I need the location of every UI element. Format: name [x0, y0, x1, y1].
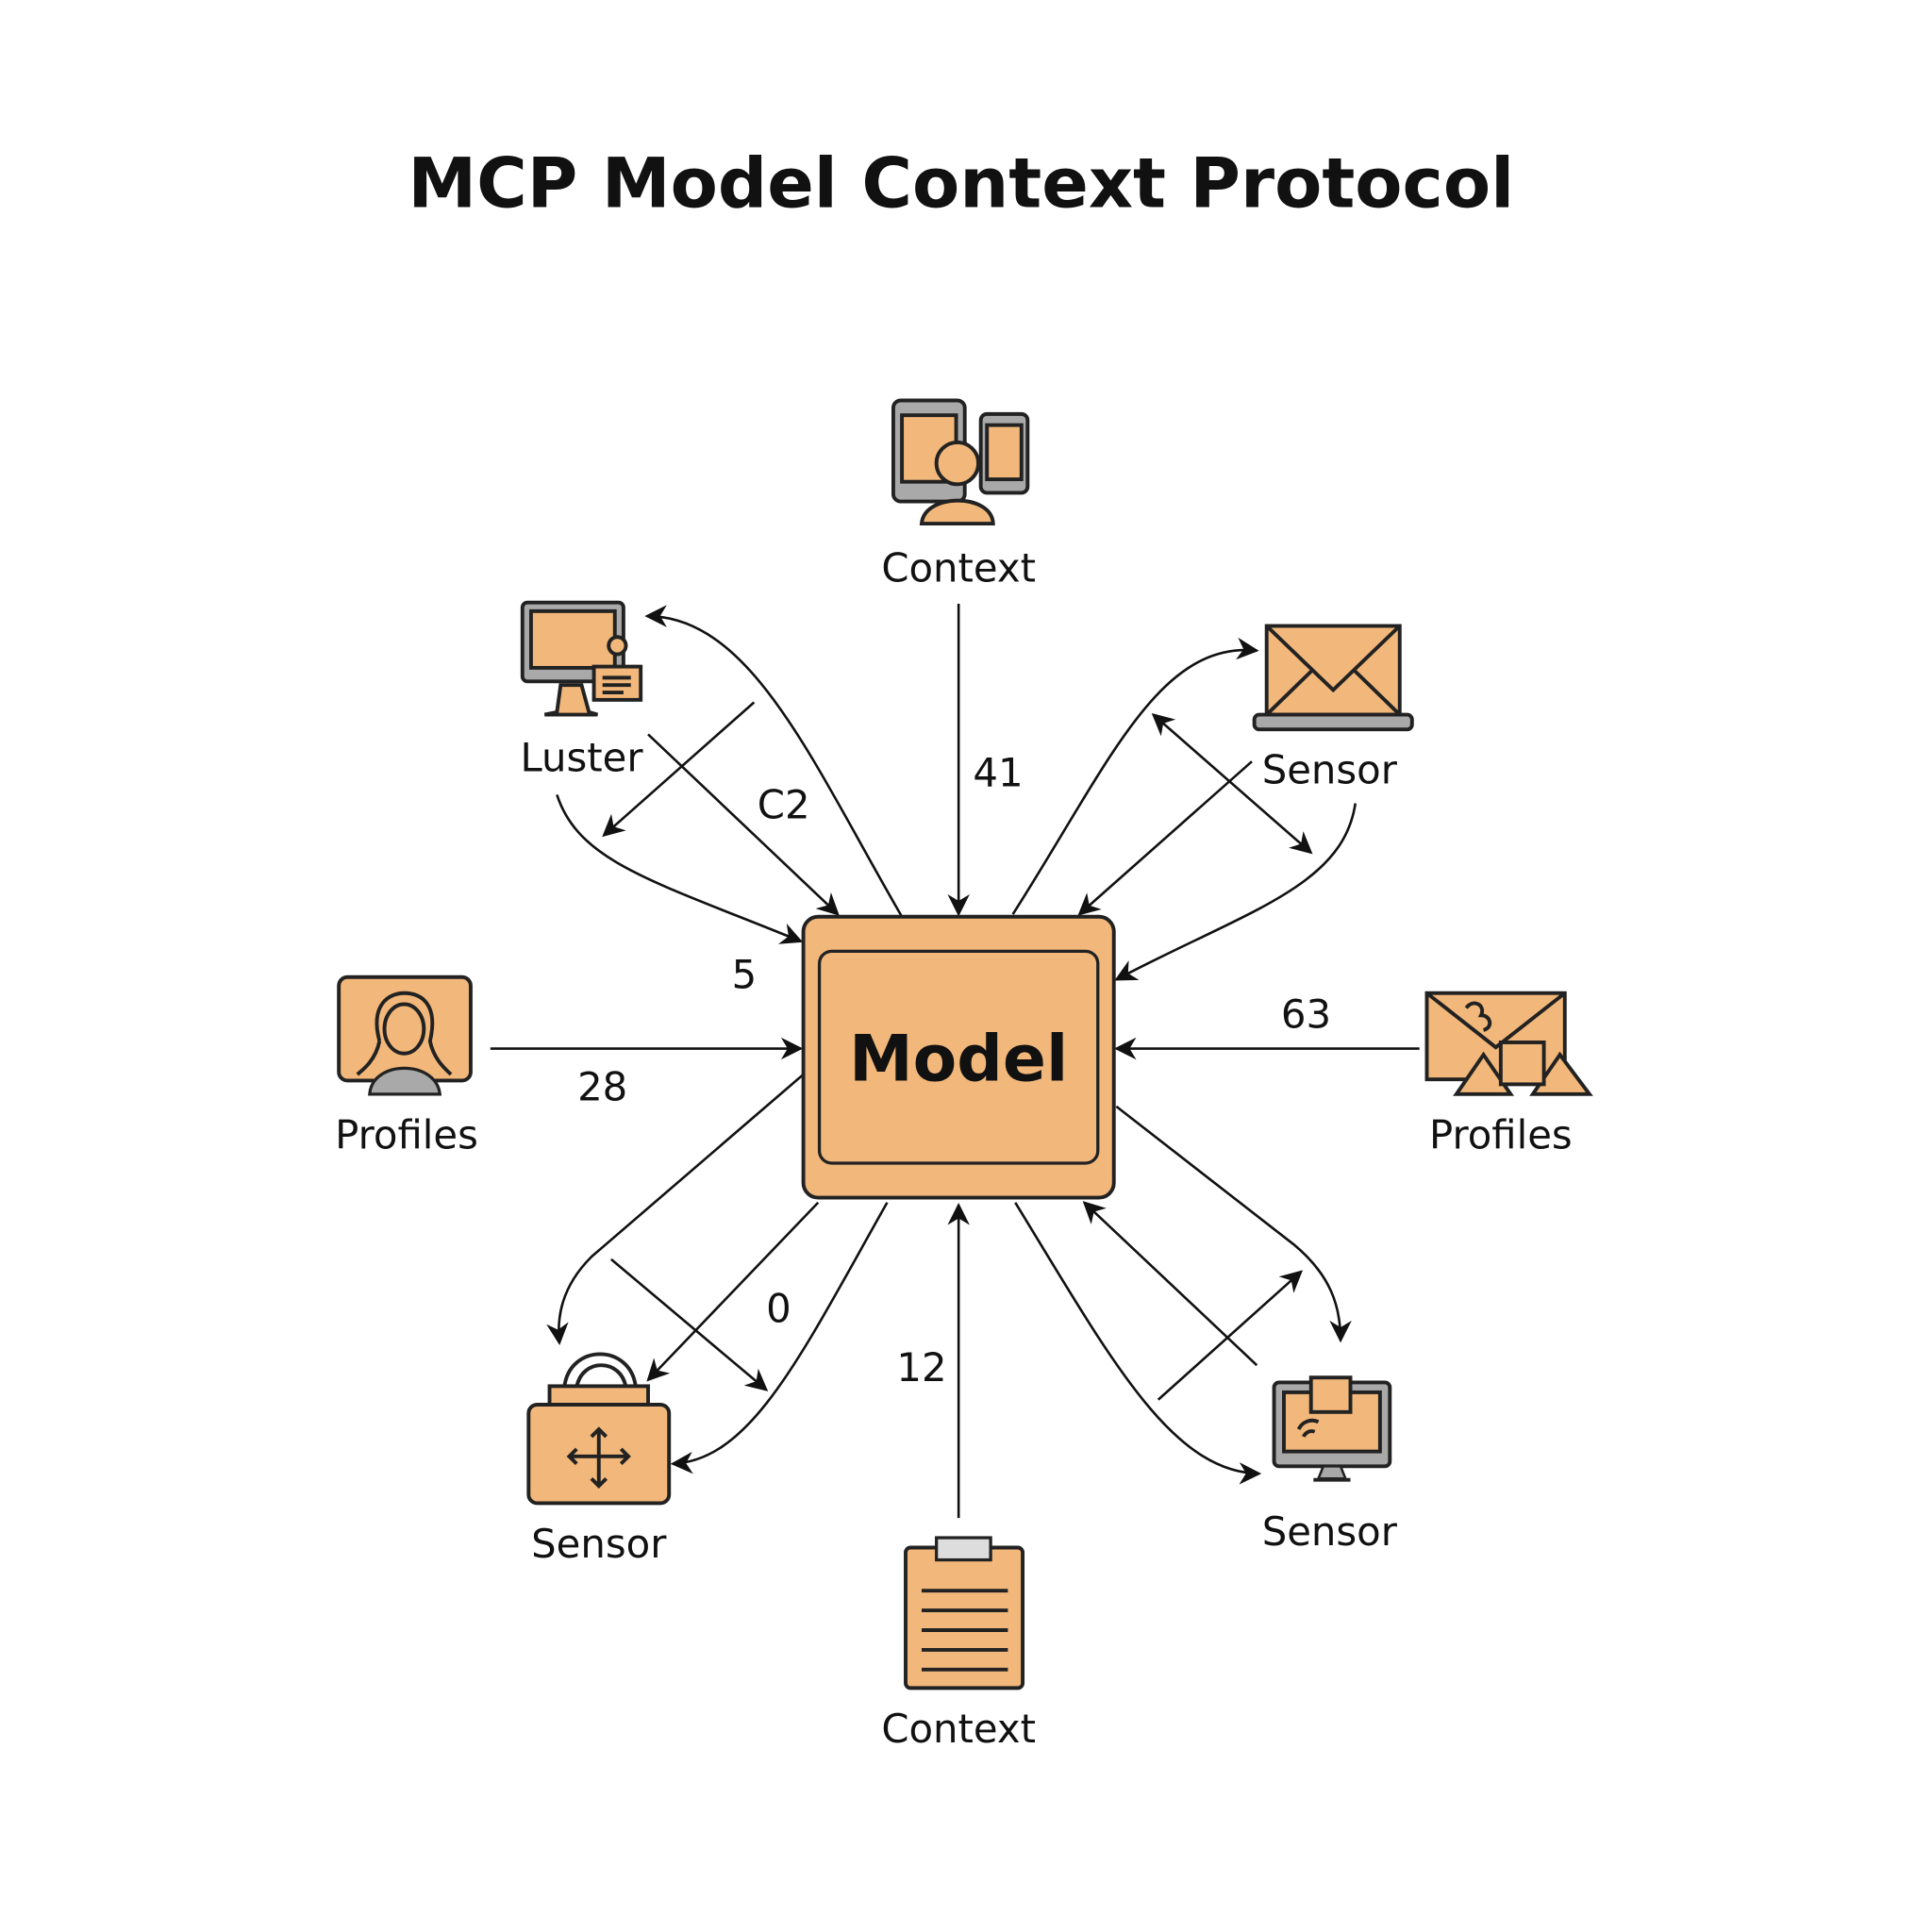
- node-luster[interactable]: Luster: [520, 600, 643, 781]
- laptop-envelope-icon: [1252, 624, 1414, 732]
- node-context-top[interactable]: Context: [881, 398, 1036, 591]
- edge: [1151, 713, 1313, 855]
- node-label: Profiles: [1429, 1111, 1573, 1158]
- node-label: Profiles: [335, 1111, 478, 1158]
- edge: [1157, 1270, 1304, 1401]
- edge: [670, 1202, 889, 1474]
- edge: [1114, 803, 1357, 981]
- monitor-signal-icon: [1272, 1375, 1392, 1482]
- edge-label: 28: [577, 1063, 627, 1109]
- edge: [556, 794, 804, 944]
- edge-label: 0: [766, 1285, 791, 1331]
- node-label: Luster: [520, 735, 643, 781]
- edge-label: 63: [1281, 991, 1331, 1037]
- node-sensor-top-right[interactable]: Sensor: [1252, 624, 1414, 793]
- node-label: Sensor: [531, 1521, 667, 1567]
- page-title: MCP Model Context Protocol: [408, 143, 1514, 224]
- edge: [647, 733, 840, 916]
- edge: [609, 1257, 769, 1391]
- edge: [602, 701, 756, 838]
- user-profile-icon: [337, 974, 473, 1096]
- edge-label: 5: [732, 952, 758, 998]
- edge: [1077, 760, 1253, 916]
- edges: [490, 604, 1420, 1519]
- node-sensor-bottom-left[interactable]: Sensor: [526, 1352, 672, 1567]
- edge: [1014, 1202, 1262, 1485]
- node-profiles-left[interactable]: Profiles: [335, 974, 478, 1158]
- bag-move-icon: [526, 1352, 672, 1506]
- edge: [1115, 1105, 1352, 1343]
- node-label: Context: [881, 1706, 1036, 1752]
- edge: [1082, 1201, 1258, 1367]
- edge-label: 41: [973, 749, 1023, 795]
- edge: [546, 1073, 805, 1346]
- node-label: Context: [881, 544, 1036, 591]
- edge-label: C2: [758, 781, 810, 827]
- envelope-package-icon: [1424, 991, 1593, 1096]
- node-context-bottom[interactable]: Context: [881, 1536, 1036, 1752]
- node-sensor-bottom-right[interactable]: Sensor: [1262, 1375, 1398, 1555]
- clipboard-icon: [904, 1536, 1025, 1690]
- monitor-document-icon: [520, 600, 643, 717]
- node-profiles-right[interactable]: Profiles: [1424, 991, 1593, 1158]
- edge-label: 12: [896, 1344, 946, 1391]
- edge: [644, 605, 904, 918]
- node-label: Sensor: [1262, 747, 1398, 793]
- model-node[interactable]: Model: [801, 914, 1116, 1200]
- devices-user-icon: [891, 398, 1030, 526]
- model-label: Model: [849, 1022, 1068, 1096]
- edge: [1011, 637, 1259, 915]
- edge: [646, 1201, 820, 1382]
- node-label: Sensor: [1262, 1508, 1398, 1555]
